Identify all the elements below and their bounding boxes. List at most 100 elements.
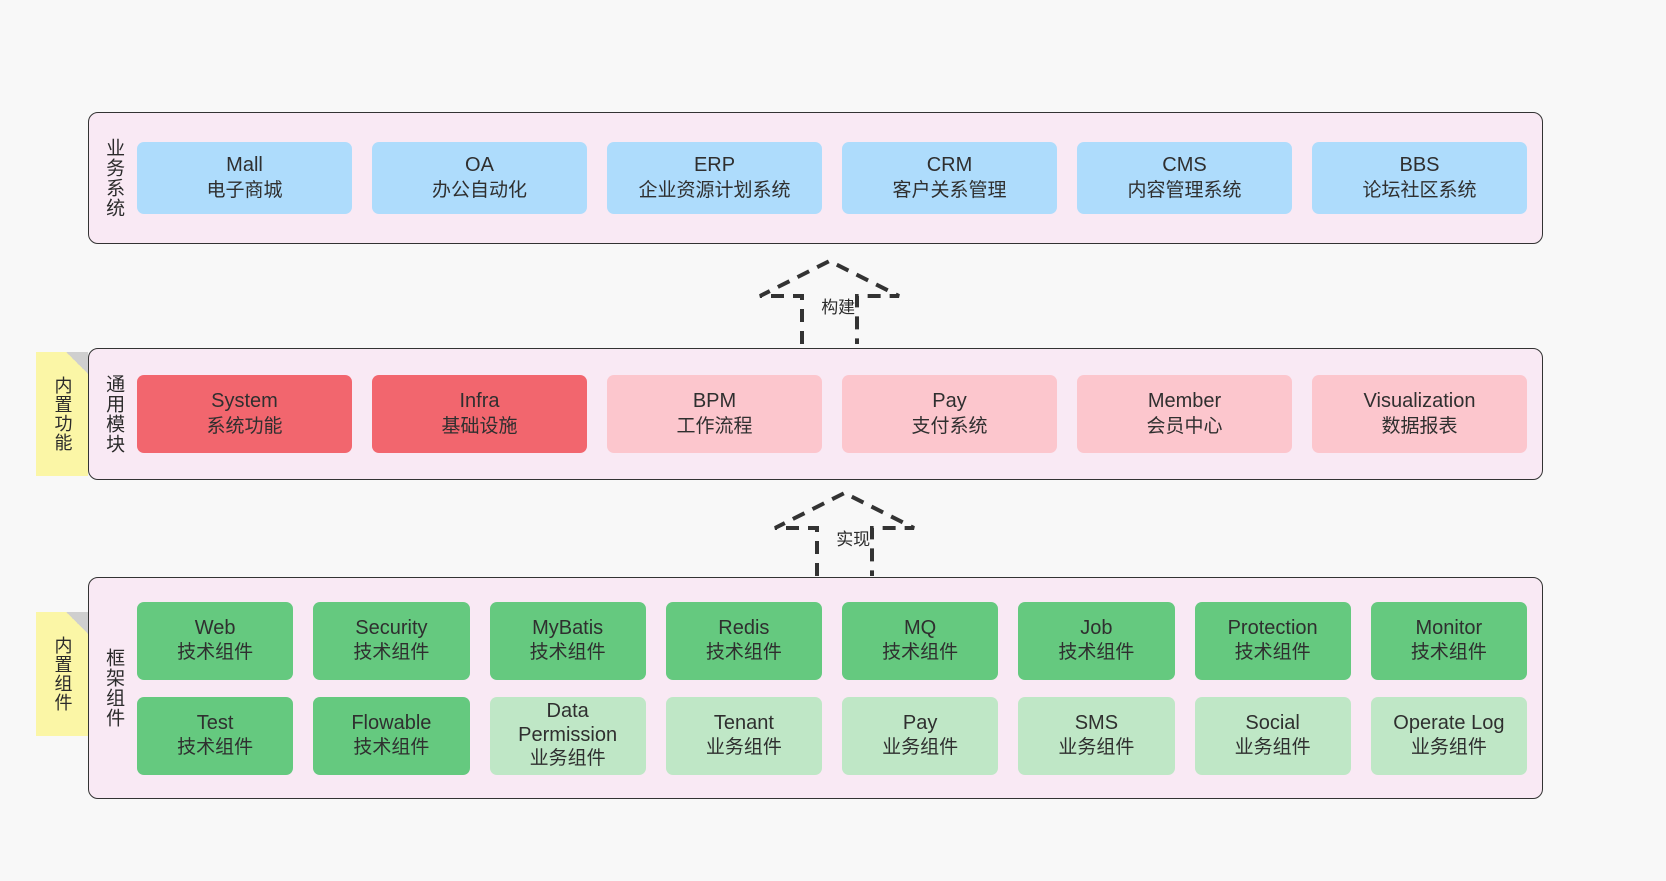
card-title: Pay — [932, 390, 967, 413]
card-social[interactable]: Social 业务组件 — [1194, 696, 1351, 775]
card-title: CRM — [926, 154, 973, 177]
layer-common-modules: 通用模块 System 系统功能 Infra 基础设施 BPM 工作流程 Pay… — [88, 348, 1543, 480]
card-pay-business[interactable]: Pay 业务组件 — [842, 696, 999, 775]
card-tenant[interactable]: Tenant 业务组件 — [665, 696, 822, 775]
card-job[interactable]: Job 技术组件 — [1018, 601, 1175, 680]
card-title: Flowable — [351, 711, 432, 734]
card-protection[interactable]: Protection 技术组件 — [1194, 601, 1351, 680]
layer-framework-components: 框架组件 Web 技术组件 Security 技术组件 MyBatis 技术组件… — [88, 577, 1543, 799]
card-title: Web — [194, 616, 236, 639]
layer-body-framework: Web 技术组件 Security 技术组件 MyBatis 技术组件 Redi… — [137, 578, 1542, 798]
layer-title-business: 业务系统 — [103, 138, 125, 218]
card-title: Tenant — [713, 711, 774, 734]
card-subtitle: 客户关系管理 — [892, 179, 1007, 201]
card-row: Mall 电子商城 OA 办公自动化 ERP 企业资源计划系统 CRM 客户关系… — [137, 142, 1527, 214]
card-row: System 系统功能 Infra 基础设施 BPM 工作流程 Pay 支付系统… — [137, 375, 1527, 453]
card-data-permission[interactable]: Data Permission 业务组件 — [489, 696, 646, 775]
card-subtitle: 技术组件 — [882, 642, 959, 664]
card-title: Data Permission — [518, 699, 618, 746]
card-title: BBS — [1399, 154, 1440, 177]
card-title: Test — [196, 711, 234, 734]
arrow-build-up: 构建 — [757, 258, 902, 346]
card-title: Pay — [902, 711, 938, 734]
card-mq[interactable]: MQ 技术组件 — [842, 601, 999, 680]
card-title: ERP — [693, 154, 736, 177]
card-subtitle: 业务组件 — [529, 748, 606, 770]
card-operate-log[interactable]: Operate Log 业务组件 — [1370, 696, 1527, 775]
card-title: Infra — [459, 390, 500, 413]
card-bpm[interactable]: BPM 工作流程 — [607, 375, 822, 453]
card-web[interactable]: Web 技术组件 — [137, 601, 294, 680]
card-subtitle: 技术组件 — [353, 737, 430, 759]
card-mybatis[interactable]: MyBatis 技术组件 — [489, 601, 646, 680]
card-subtitle: 技术组件 — [1234, 642, 1311, 664]
layer-title-framework: 框架组件 — [103, 648, 125, 728]
card-oa[interactable]: OA 办公自动化 — [372, 142, 587, 214]
card-subtitle: 支付系统 — [911, 415, 988, 437]
layer-business-systems: 业务系统 Mall 电子商城 OA 办公自动化 ERP 企业资源计划系统 CRM… — [88, 112, 1543, 244]
card-subtitle: 技术组件 — [1410, 642, 1487, 664]
sticky-note-builtin-components: 内置组件 — [36, 612, 88, 736]
card-title: Monitor — [1415, 616, 1483, 639]
dashed-arrow-icon — [759, 258, 900, 344]
card-title: MQ — [904, 616, 937, 639]
card-subtitle: 会员中心 — [1146, 415, 1223, 437]
card-member[interactable]: Member 会员中心 — [1077, 375, 1292, 453]
card-subtitle: 业务组件 — [1410, 737, 1487, 759]
card-flowable[interactable]: Flowable 技术组件 — [313, 696, 470, 775]
card-title: Mall — [226, 154, 263, 177]
card-security[interactable]: Security 技术组件 — [313, 601, 470, 680]
card-erp[interactable]: ERP 企业资源计划系统 — [607, 142, 822, 214]
card-subtitle: 系统功能 — [206, 415, 283, 437]
card-subtitle: 业务组件 — [1234, 737, 1311, 759]
card-title: Redis — [718, 616, 770, 639]
layer-body-common: System 系统功能 Infra 基础设施 BPM 工作流程 Pay 支付系统… — [137, 349, 1542, 479]
card-subtitle: 数据报表 — [1381, 415, 1458, 437]
card-row: Web 技术组件 Security 技术组件 MyBatis 技术组件 Redi… — [137, 601, 1527, 680]
card-pay[interactable]: Pay 支付系统 — [842, 375, 1057, 453]
card-monitor[interactable]: Monitor 技术组件 — [1370, 601, 1527, 680]
card-subtitle: 业务组件 — [705, 737, 782, 759]
card-subtitle: 内容管理系统 — [1127, 179, 1242, 201]
dashed-arrow-icon — [774, 490, 915, 576]
arrow-label-implement: 实现 — [836, 530, 871, 549]
card-subtitle: 电子商城 — [206, 179, 283, 201]
card-system[interactable]: System 系统功能 — [137, 375, 352, 453]
card-title: Social — [1245, 711, 1300, 734]
card-title: Protection — [1227, 616, 1318, 639]
sticky-note-builtin-functions: 内置功能 — [36, 352, 88, 476]
card-infra[interactable]: Infra 基础设施 — [372, 375, 587, 453]
card-subtitle: 企业资源计划系统 — [638, 179, 791, 201]
card-subtitle: 技术组件 — [177, 642, 254, 664]
card-title: SMS — [1074, 711, 1119, 734]
card-subtitle: 业务组件 — [1058, 737, 1135, 759]
card-subtitle: 业务组件 — [882, 737, 959, 759]
card-title: CMS — [1162, 154, 1207, 177]
arrow-implement-up: 实现 — [772, 490, 917, 578]
card-title: Security — [355, 616, 428, 639]
card-title: System — [211, 390, 278, 413]
card-subtitle: 办公自动化 — [431, 179, 527, 201]
note-text: 内置组件 — [52, 636, 73, 712]
card-crm[interactable]: CRM 客户关系管理 — [842, 142, 1057, 214]
card-bbs[interactable]: BBS 论坛社区系统 — [1312, 142, 1527, 214]
card-visualization[interactable]: Visualization 数据报表 — [1312, 375, 1527, 453]
card-title: BPM — [692, 390, 737, 413]
layer-title-common: 通用模块 — [103, 374, 125, 454]
card-title: Visualization — [1363, 390, 1476, 413]
card-subtitle: 技术组件 — [705, 642, 782, 664]
card-title: OA — [465, 154, 494, 177]
card-subtitle: 技术组件 — [353, 642, 430, 664]
card-title: MyBatis — [532, 616, 604, 639]
card-title: Member — [1147, 390, 1222, 413]
card-redis[interactable]: Redis 技术组件 — [665, 601, 822, 680]
card-title: Operate Log — [1393, 711, 1505, 734]
arrow-label-build: 构建 — [821, 298, 856, 317]
card-test[interactable]: Test 技术组件 — [137, 696, 294, 775]
card-sms[interactable]: SMS 业务组件 — [1018, 696, 1175, 775]
card-cms[interactable]: CMS 内容管理系统 — [1077, 142, 1292, 214]
card-subtitle: 论坛社区系统 — [1362, 179, 1477, 201]
layer-body-business: Mall 电子商城 OA 办公自动化 ERP 企业资源计划系统 CRM 客户关系… — [137, 113, 1542, 243]
card-mall[interactable]: Mall 电子商城 — [137, 142, 352, 214]
